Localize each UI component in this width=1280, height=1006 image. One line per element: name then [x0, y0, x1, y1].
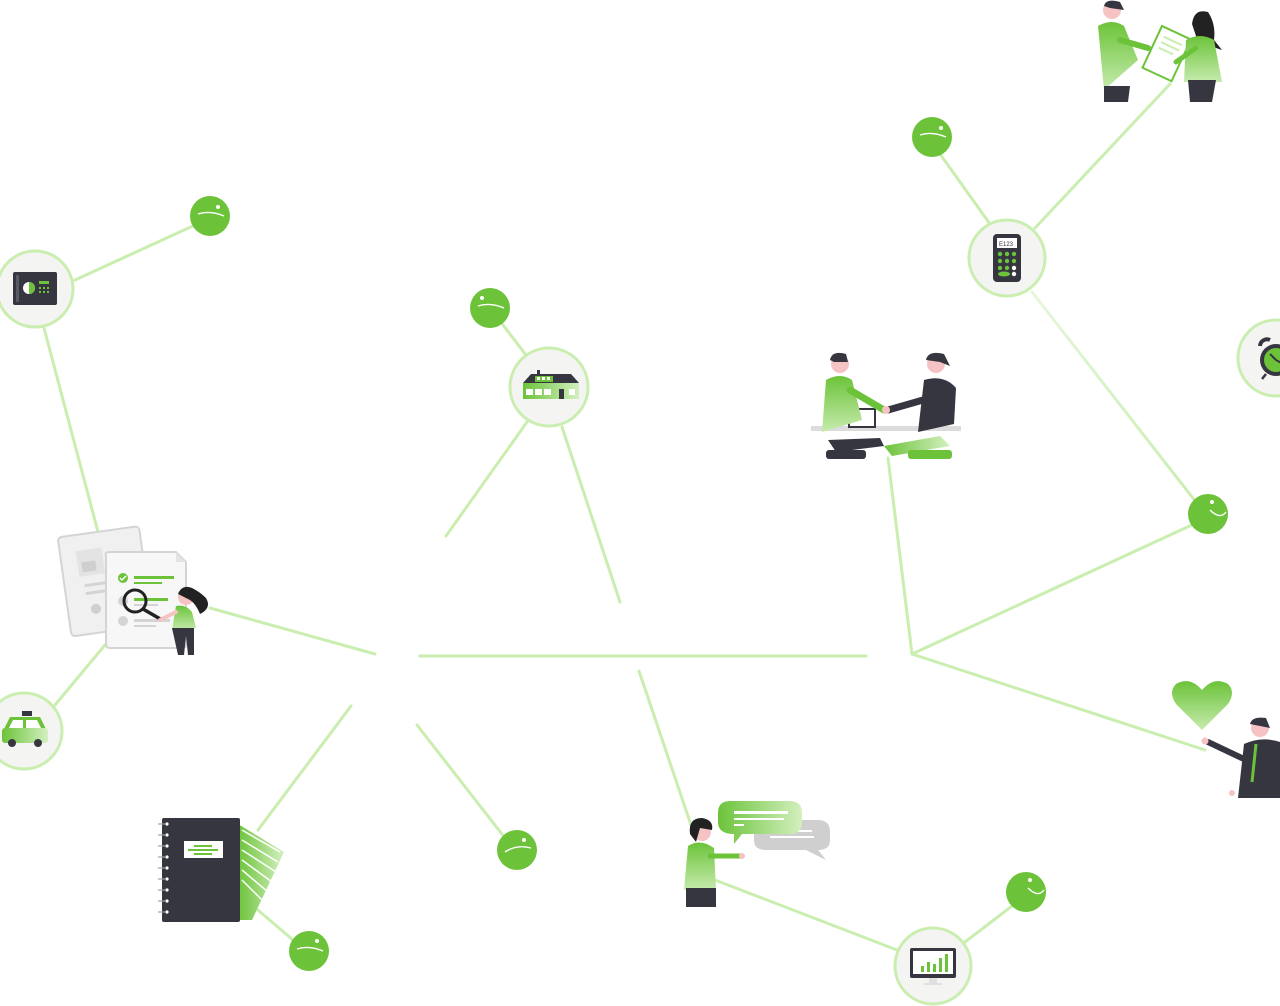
calculator-display: E123 — [999, 242, 1014, 248]
green-dot-icon — [470, 288, 510, 328]
connector-line — [910, 652, 1207, 752]
connector-line — [910, 522, 1196, 656]
calculator-icon: E123 — [993, 234, 1021, 282]
green-dot-icon — [289, 931, 329, 971]
connector-line — [42, 326, 100, 534]
connector-line — [208, 606, 377, 656]
connector-line — [886, 456, 914, 656]
monitor-chart-icon — [910, 948, 956, 985]
calculator-node: E123 — [967, 218, 1047, 298]
contract-signing-icon — [1098, 0, 1222, 102]
connector-line — [53, 643, 107, 707]
safe-node — [0, 249, 75, 329]
connector-line — [560, 425, 622, 604]
chat-bubbles-icon — [684, 801, 830, 907]
connector-line — [415, 723, 507, 840]
connector-line — [501, 323, 528, 357]
connector-lines — [42, 82, 1207, 952]
green-dot-icon — [1188, 494, 1228, 534]
connector-line — [938, 152, 992, 226]
documents-search-icon — [57, 525, 208, 655]
connector-line — [637, 669, 694, 830]
handshake-icon — [811, 352, 961, 459]
green-dot-icon — [190, 196, 230, 236]
connector-line — [73, 223, 197, 282]
house-icon — [523, 370, 579, 399]
green-dot-icon — [1006, 872, 1046, 912]
safe-icon — [13, 272, 57, 305]
alarm-clock-icon — [1258, 337, 1280, 380]
green-dot-icon — [497, 830, 537, 870]
connector-line — [1033, 82, 1172, 230]
green-dot-icon — [912, 117, 952, 157]
taxi-icon — [2, 711, 48, 747]
connector-line — [713, 878, 899, 952]
house-node — [508, 346, 590, 428]
monitor-node — [893, 926, 973, 1006]
alarm-clock-node — [1236, 318, 1280, 398]
connector-line — [256, 704, 353, 832]
connector-line — [1030, 290, 1198, 504]
connector-line — [250, 903, 295, 942]
green-dots — [190, 117, 1228, 971]
connector-line — [444, 420, 529, 538]
notebook-icon — [158, 818, 284, 922]
connector-line — [963, 904, 1014, 944]
heart-presentation-icon — [1172, 681, 1280, 798]
taxi-node — [0, 691, 64, 771]
